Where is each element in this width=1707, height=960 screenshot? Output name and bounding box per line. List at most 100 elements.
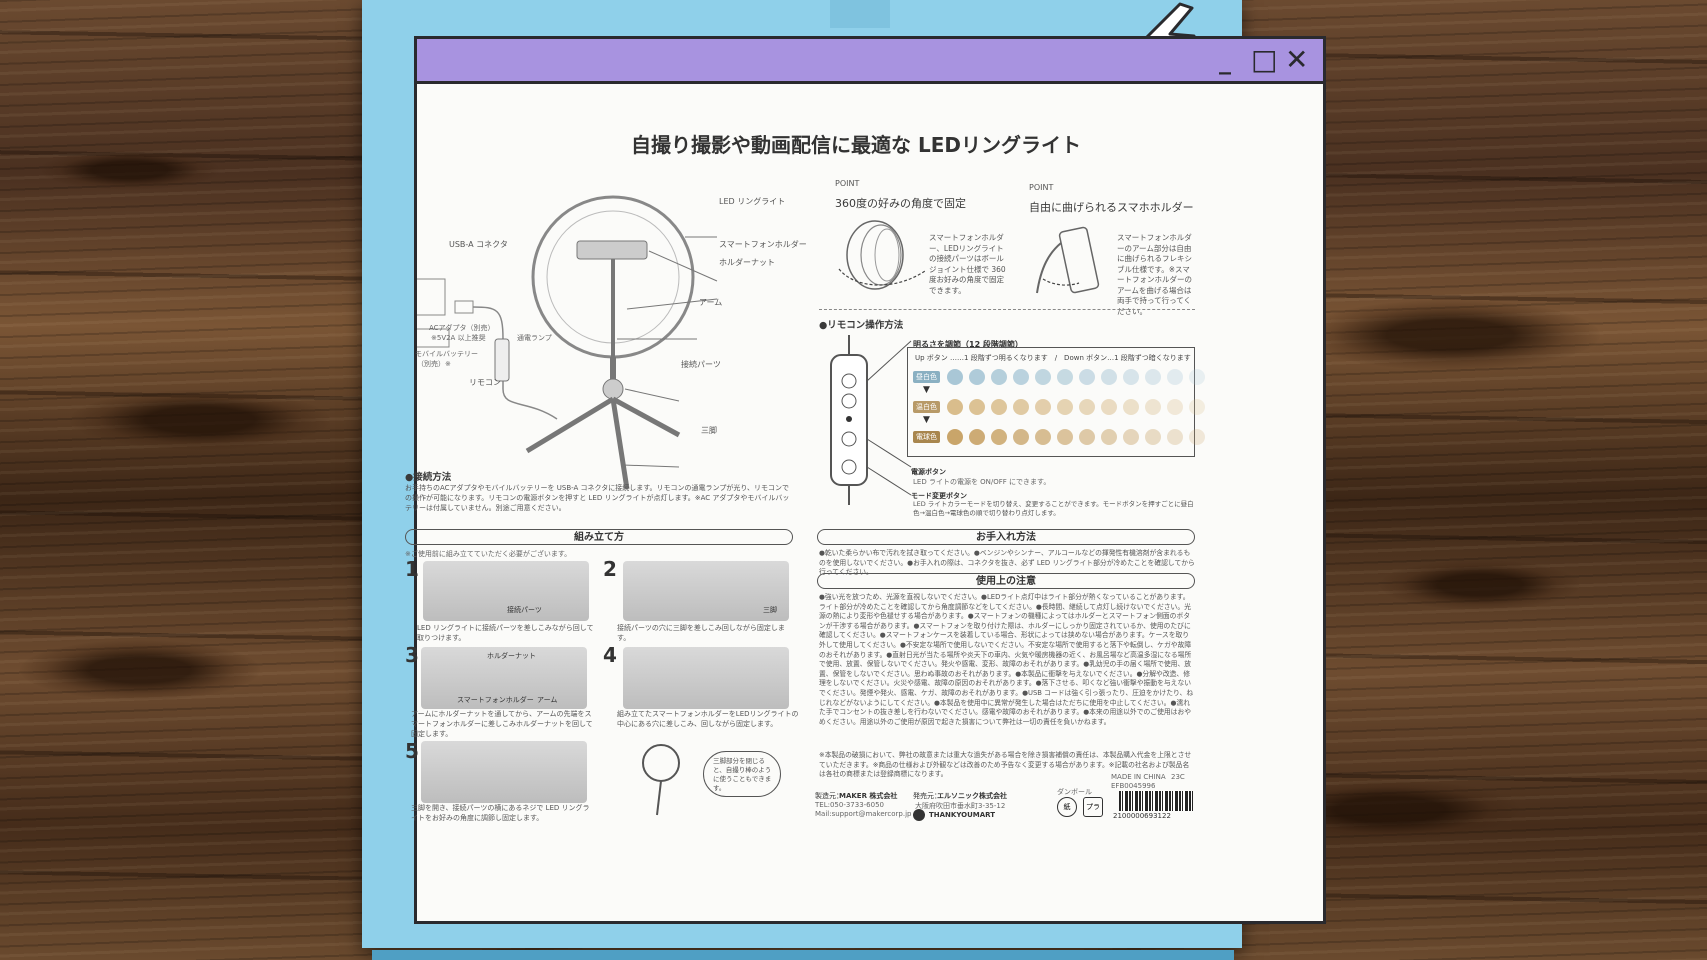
barcode-number: 2100000693122 <box>1113 812 1171 820</box>
photo-label: ホルダーナット <box>487 652 536 660</box>
label-usb-a: USB-A コネクタ <box>449 240 508 249</box>
brightness-level-dot <box>1167 399 1183 415</box>
care-text: ●乾いた柔らかい布で汚れを拭き取ってください。●ベンジンやシンナー、アルコールな… <box>819 549 1195 576</box>
ball-joint-illustration <box>838 220 926 290</box>
caution-title: 使用上の注意 <box>817 573 1195 589</box>
label-battery-note: （別売）※ <box>417 360 451 368</box>
label-led-ring: LED リングライト <box>719 197 786 206</box>
brightness-level-dot <box>969 399 985 415</box>
brightness-level-dot <box>1035 429 1051 445</box>
brightness-level-dot <box>1167 429 1183 445</box>
arrow-down-icon: ▼ <box>923 385 930 395</box>
color-tag-daylight: 昼白色 <box>913 371 940 383</box>
step-text: アームにホルダーナットを通してから、アームの先端をスマートフォンホルダーに差しこ… <box>411 710 593 738</box>
brightness-level-dot <box>969 369 985 385</box>
label-battery: モバイルバッテリー <box>415 350 478 358</box>
brightness-level-dot <box>1013 429 1029 445</box>
brightness-level-dot <box>1123 399 1139 415</box>
step-photo <box>423 561 589 621</box>
step-number: 3 <box>405 643 419 667</box>
brand-name: THANKYOUMART <box>929 811 996 819</box>
step-text: LED リングライトに接続パーツを差しこみながら回して取りつけます。 <box>417 624 594 642</box>
label-ac-adapter: ACアダプタ（別売） <box>429 324 495 332</box>
step-number: 1 <box>405 557 419 581</box>
year-code: 23C <box>1171 773 1185 781</box>
point-heading: 360度の好みの角度で固定 <box>835 197 966 210</box>
brightness-level-dot <box>1189 429 1205 445</box>
brightness-level-dot <box>1145 399 1161 415</box>
remote-illustration <box>830 335 912 505</box>
recycle-paper-icon: 紙 <box>1057 797 1077 817</box>
brightness-level-dot <box>1101 399 1117 415</box>
wood-knot <box>1300 300 1600 370</box>
maker-mail: Mail:support@makercorp.jp <box>815 810 912 818</box>
brightness-dots-bulb <box>947 429 1205 445</box>
label-connector-part: 接続パーツ <box>681 360 721 369</box>
brightness-level-dot <box>1057 399 1073 415</box>
bubble-text: 三脚部分を閉じると、自撮り棒のように使うこともできます。 <box>713 757 772 792</box>
origin-label: MADE IN CHINA <box>1111 773 1166 781</box>
printed-window-frame: _ □ ✕ 自撮り撮影や動画配信に最適な LEDリングライト LED リングライ… <box>405 36 1326 924</box>
point-desc: スマートフォンホルダー、LEDリングライトの接続パーツはボールジョイント仕様で … <box>929 233 1006 295</box>
brightness-title: 明るさを調節（12 段階調節） <box>913 340 1023 349</box>
step-text: 三脚を開き、接続パーツの横にあるネジで LED リングライトをお好みの角度に調節… <box>411 804 590 822</box>
seller-address: 大阪府吹田市垂水町3-35-12 <box>915 802 1006 810</box>
brightness-level-dot <box>991 399 1007 415</box>
label-holder-nut: ホルダーナット <box>719 258 775 267</box>
brightness-level-dot <box>969 429 985 445</box>
label-arm: アーム <box>699 298 723 307</box>
caution-text: ●強い光を放つため、光源を直視しないでください。●LEDライト点灯中はライト部分… <box>819 593 1194 726</box>
step-photo <box>421 647 587 709</box>
wood-knot <box>70 390 330 450</box>
flexible-holder-illustration <box>1036 226 1100 294</box>
label-power-lamp: 通電ランプ <box>517 334 552 342</box>
mode-title: モード変更ボタン <box>911 492 967 500</box>
window-titlebar: _ □ ✕ <box>417 39 1323 84</box>
photo-label: アーム <box>537 696 558 704</box>
step-number: 5 <box>405 739 419 763</box>
brightness-level-dot <box>1057 369 1073 385</box>
brightness-dots-warmwhite <box>947 399 1205 415</box>
label-ac-adapter-note: ※5V2A 以上推奨 <box>431 334 486 342</box>
wood-knot <box>1380 560 1580 610</box>
seller-name: エルソニック株式会社 <box>937 792 1007 800</box>
point-desc: スマートフォンホルダーのアーム部分は自由に曲げられるフレキシブル仕様です。※スマ… <box>1117 233 1192 316</box>
connection-text: お手持ちのACアダプタやモバイルバッテリーを USB-A コネクタに接続します。… <box>405 484 790 512</box>
maker-name: MAKER 株式会社 <box>839 792 898 800</box>
disclaimer-text: ※本製品の破損において、弊社の故意または重大な過失がある場合を除き損害補償の責任… <box>819 751 1192 779</box>
step-photo <box>623 647 789 709</box>
box-bottom-edge <box>372 950 1234 960</box>
brightness-level-dot <box>947 399 963 415</box>
brightness-level-dot <box>1013 369 1029 385</box>
photo-label: スマートフォンホルダー <box>457 696 534 704</box>
divider <box>819 309 1195 310</box>
color-tag-warmwhite: 温白色 <box>913 401 940 413</box>
photo-label: 接続パーツ <box>507 606 542 614</box>
brightness-level-dot <box>1145 369 1161 385</box>
brightness-level-dot <box>1079 399 1095 415</box>
recycle-plastic-icon: プラ <box>1083 797 1103 817</box>
brightness-level-dot <box>991 369 1007 385</box>
brightness-level-dot <box>991 429 1007 445</box>
assembly-note: ※ご使用前に組み立てていただく必要がございます。 <box>405 550 572 558</box>
step-number: 4 <box>603 643 617 667</box>
brightness-level-dot <box>1013 399 1029 415</box>
brightness-level-dot <box>1123 369 1139 385</box>
brand-logo-icon <box>913 809 925 821</box>
step-photo <box>623 561 789 621</box>
assembly-title: 組み立て方 <box>405 529 793 545</box>
label-phone-holder: スマートフォンホルダー <box>719 240 807 249</box>
mode-desc: LED ライトカラーモードを切り替え、変更することができます。モードボタンを押す… <box>913 500 1194 517</box>
brightness-desc: Up ボタン ……1 段階ずつ明るくなります / Down ボタン…1 段階ずつ… <box>915 354 1191 362</box>
step-photo <box>421 741 587 803</box>
point-label: POINT <box>1029 183 1054 192</box>
brightness-level-dot <box>1167 369 1183 385</box>
box-flap <box>830 0 890 28</box>
point-heading: 自由に曲げられるスマホホルダー <box>1029 201 1194 214</box>
brightness-level-dot <box>1035 399 1051 415</box>
color-tag-bulb: 電球色 <box>913 431 940 443</box>
brightness-level-dot <box>947 429 963 445</box>
brightness-box <box>907 347 1195 457</box>
brightness-level-dot <box>947 369 963 385</box>
minimize-icon: _ <box>1219 47 1231 75</box>
